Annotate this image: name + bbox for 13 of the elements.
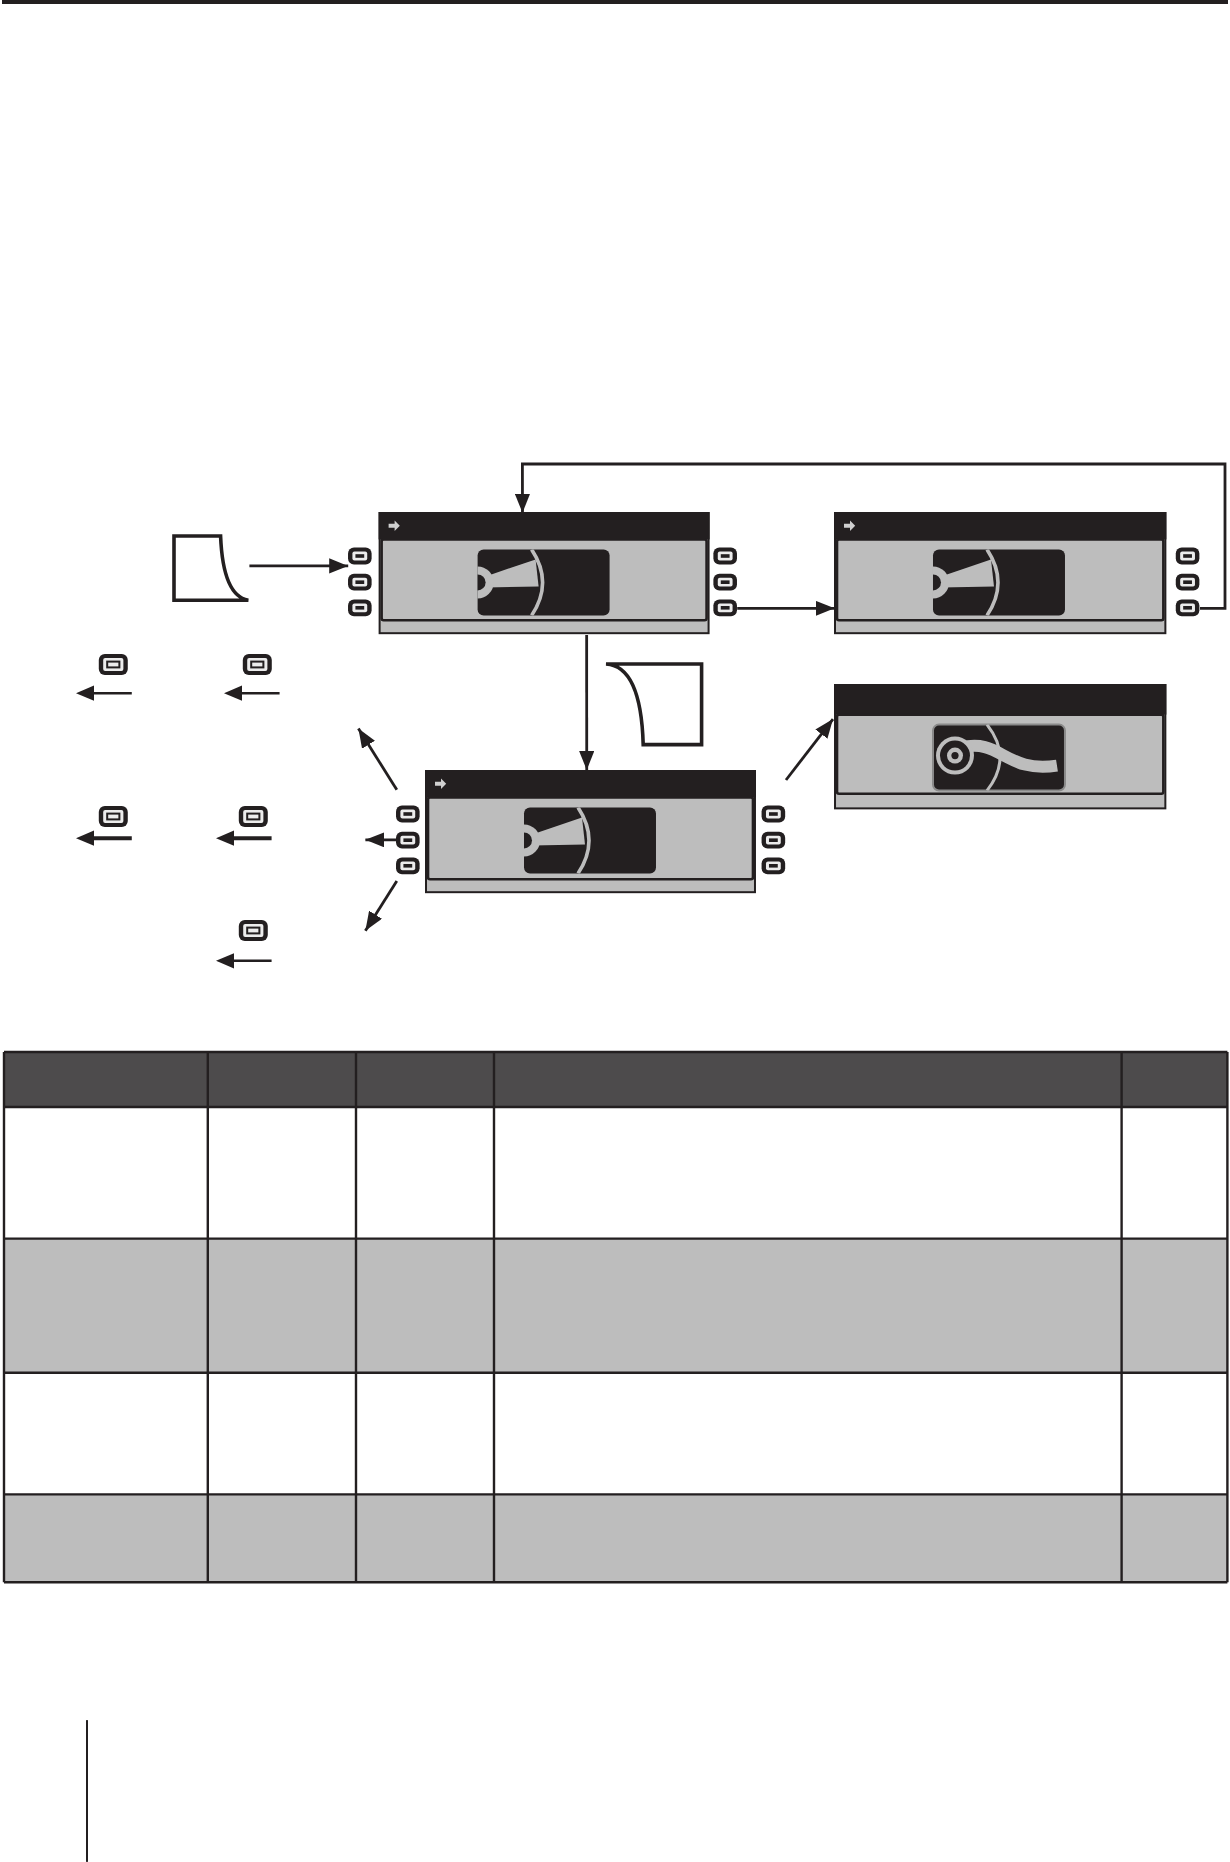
- arrow: [364, 880, 398, 932]
- display-screen: [348, 512, 738, 635]
- arrow: [249, 558, 349, 574]
- arrow: [514, 462, 1227, 610]
- arrow: [784, 718, 835, 781]
- arrow: [357, 727, 398, 791]
- display-screen: [833, 683, 1166, 810]
- display-screen: [834, 512, 1200, 635]
- card-outline: [604, 661, 704, 747]
- arrow: [365, 832, 397, 848]
- arrow: [737, 600, 835, 616]
- arrow: [579, 635, 595, 770]
- card-outline: [171, 534, 250, 603]
